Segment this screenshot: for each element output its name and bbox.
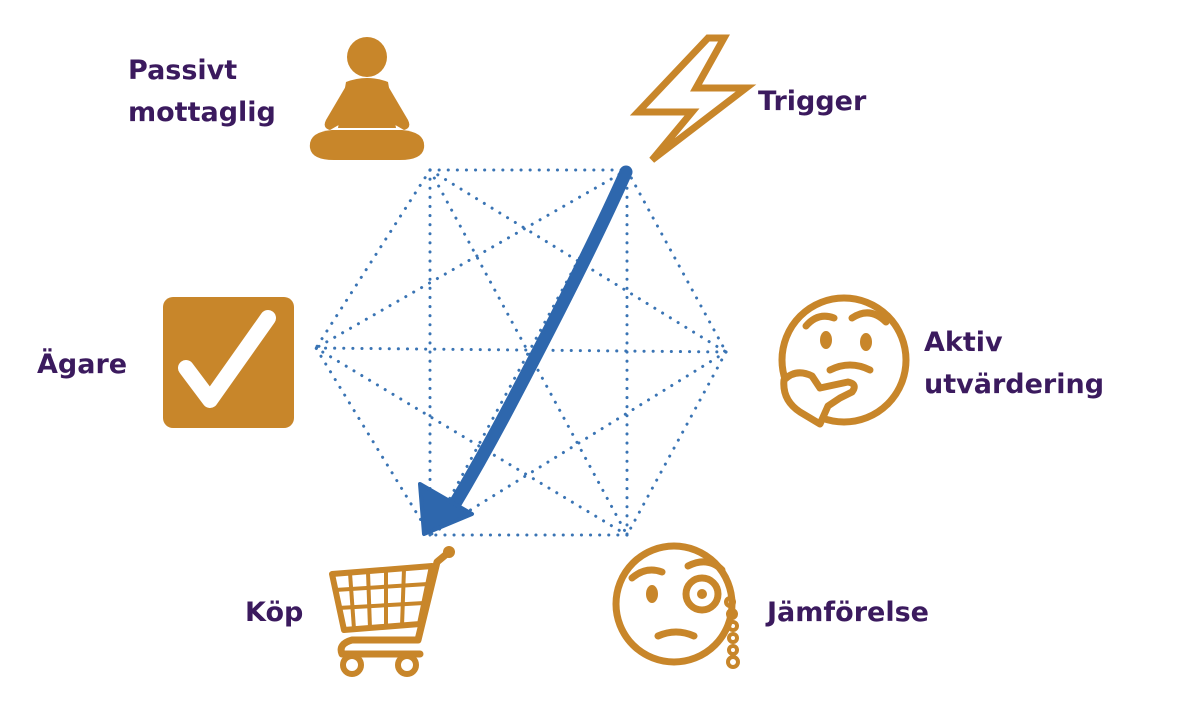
label-line: Passivt [128, 55, 238, 86]
label-aktiv-utvardering: Aktiv utvärdering [924, 322, 1104, 406]
label-kop: Köp [245, 592, 303, 634]
network-edge [314, 346, 432, 537]
label-line: mottaglig [128, 97, 276, 128]
network-edge [428, 168, 629, 537]
monocle-face-icon [612, 542, 740, 669]
network-edge [428, 168, 629, 537]
thinking-face-icon [778, 294, 910, 428]
shopping-cart-icon [329, 546, 455, 677]
network-edge [625, 350, 728, 537]
label-trigger: Trigger [758, 81, 866, 123]
label-line: utvärdering [924, 369, 1105, 400]
network-edge [625, 168, 728, 354]
label-line: Trigger [758, 86, 867, 117]
label-jamforelse: Jämförelse [767, 592, 929, 634]
label-passivt-mottaglig: Passivt mottaglig [128, 50, 276, 134]
dotted-network [314, 168, 728, 537]
label-line: Aktiv [924, 327, 1003, 358]
meditation-icon [309, 37, 425, 160]
label-line: Jämförelse [767, 597, 929, 628]
label-line: Köp [245, 597, 304, 628]
checkbox-check-icon [163, 297, 294, 428]
network-edge [314, 168, 432, 350]
journey-arrow [418, 165, 633, 536]
network-edge [314, 346, 728, 354]
network-edge [428, 350, 728, 537]
label-line: Ägare [37, 349, 128, 380]
lightning-icon [629, 34, 757, 163]
network-edge [314, 346, 629, 537]
label-agare: Ägare [37, 344, 127, 386]
